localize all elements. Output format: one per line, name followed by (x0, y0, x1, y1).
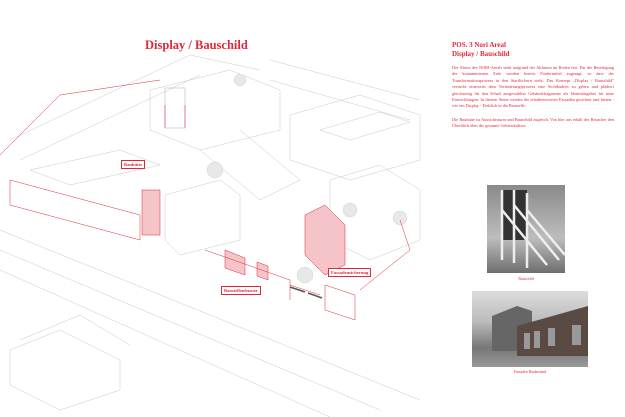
paragraph-1: Der Abriss des NORI-Areals steht aufgrun… (452, 65, 614, 109)
heading-pos: POS. 3 Nori Areal (452, 41, 506, 49)
label-baustellenfenster: Baustellenfenster (221, 286, 261, 295)
label-bauhuette: Bauhütte (121, 160, 146, 169)
label-fassadensicherung: Fassadensicherung (328, 268, 372, 277)
caption-bauschild: Bauschild (518, 277, 534, 281)
caption-fassaden: Fassaden Baubestand (513, 370, 547, 374)
photo-fassaden (472, 291, 588, 367)
photo-bauschild (487, 185, 565, 273)
description-panel: POS. 3 Nori Areal Display / Bauschild De… (452, 41, 614, 130)
heading-subtitle: Display / Bauschild (452, 49, 510, 58)
paragraph-2: Die Bauhütte ist Aussichtsturm und Bausc… (452, 116, 614, 129)
page-title: Display / Bauschild (145, 38, 248, 52)
